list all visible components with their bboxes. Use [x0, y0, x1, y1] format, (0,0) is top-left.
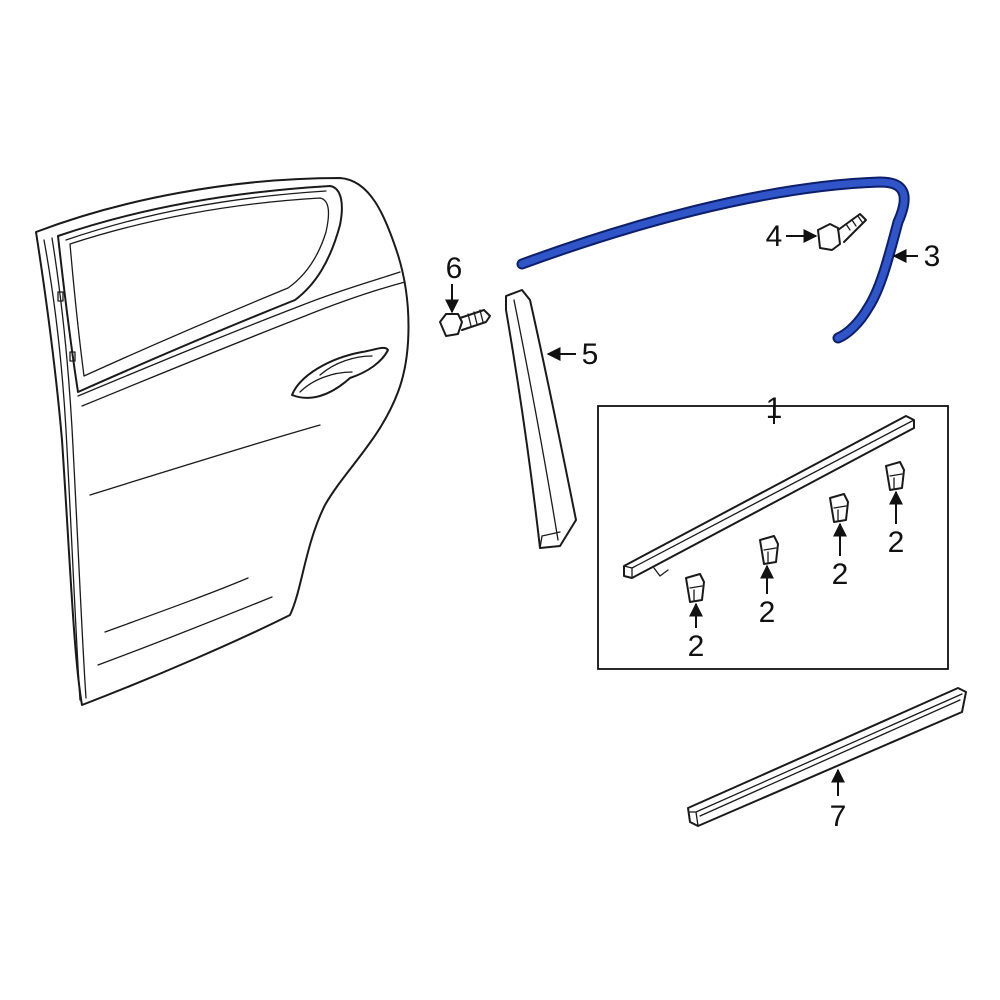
clip-part-4: [817, 213, 867, 251]
lower-molding-part-7: [687, 687, 967, 827]
callout-4: 4: [766, 220, 783, 253]
clip-part-2-c: [829, 493, 849, 523]
callout-5: 5: [582, 338, 599, 371]
belt-molding-part-1: [623, 415, 915, 579]
callout-7: 7: [830, 800, 847, 833]
callout-2-c: 2: [832, 558, 849, 591]
clip-part-2-a: [685, 573, 705, 603]
clip-part-2-d: [885, 461, 905, 491]
callout-1: 1: [766, 392, 783, 425]
callout-2-d: 2: [888, 526, 905, 559]
bolt-part-6: [439, 309, 491, 337]
pillar-garnish-part-5: [505, 289, 577, 549]
callout-2-a: 2: [688, 630, 705, 663]
highlighted-door-molding-3-fill: [518, 178, 908, 342]
clip-part-2-b: [759, 535, 779, 565]
rear-door-shell: [35, 177, 410, 706]
callout-2-b: 2: [759, 596, 776, 629]
callout-3: 3: [924, 240, 941, 273]
leader-lines: [445, 229, 918, 796]
callout-6: 6: [446, 252, 463, 285]
